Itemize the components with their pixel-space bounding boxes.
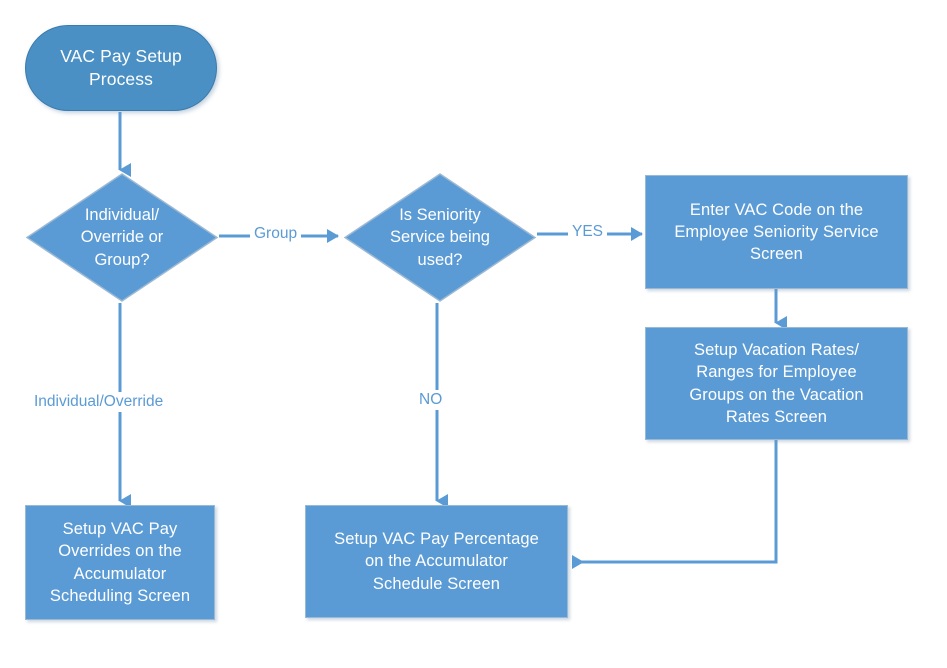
diamond-shape-icon [343,173,537,302]
node-decision-seniority-label: Is Seniority Service being used? [390,206,490,269]
node-start[interactable]: VAC Pay Setup Process [25,25,217,111]
edge-label-individual-override: Individual/Override [30,392,168,412]
node-enter-vac-code-label: Enter VAC Code on the Employee Seniority… [674,200,879,264]
node-enter-vac-code[interactable]: Enter VAC Code on the Employee Seniority… [645,175,908,289]
node-setup-overrides-label: Setup VAC Pay Overrides on the Accumulat… [49,520,191,605]
node-decision-individual-group-label: Individual/ Override or Group? [80,206,164,269]
edge-rates-to-percentage [572,440,778,569]
diamond-shape-icon [25,173,219,302]
edge-label-group: Group [250,224,302,244]
node-setup-vacation-rates-label: Setup Vacation Rates/ Ranges for Employe… [689,341,864,426]
node-decision-seniority[interactable]: Is Seniority Service being used? [343,172,537,303]
node-setup-percentage[interactable]: Setup VAC Pay Percentage on the Accumula… [305,505,568,618]
node-start-label: VAC Pay Setup Process [60,45,182,89]
node-setup-overrides[interactable]: Setup VAC Pay Overrides on the Accumulat… [25,505,215,620]
node-setup-vacation-rates[interactable]: Setup Vacation Rates/ Ranges for Employe… [645,327,908,440]
node-decision-individual-group[interactable]: Individual/ Override or Group? [25,172,219,303]
node-setup-percentage-label: Setup VAC Pay Percentage on the Accumula… [334,530,539,593]
edge-label-no: NO [415,390,447,410]
edge-label-yes: YES [568,222,608,242]
